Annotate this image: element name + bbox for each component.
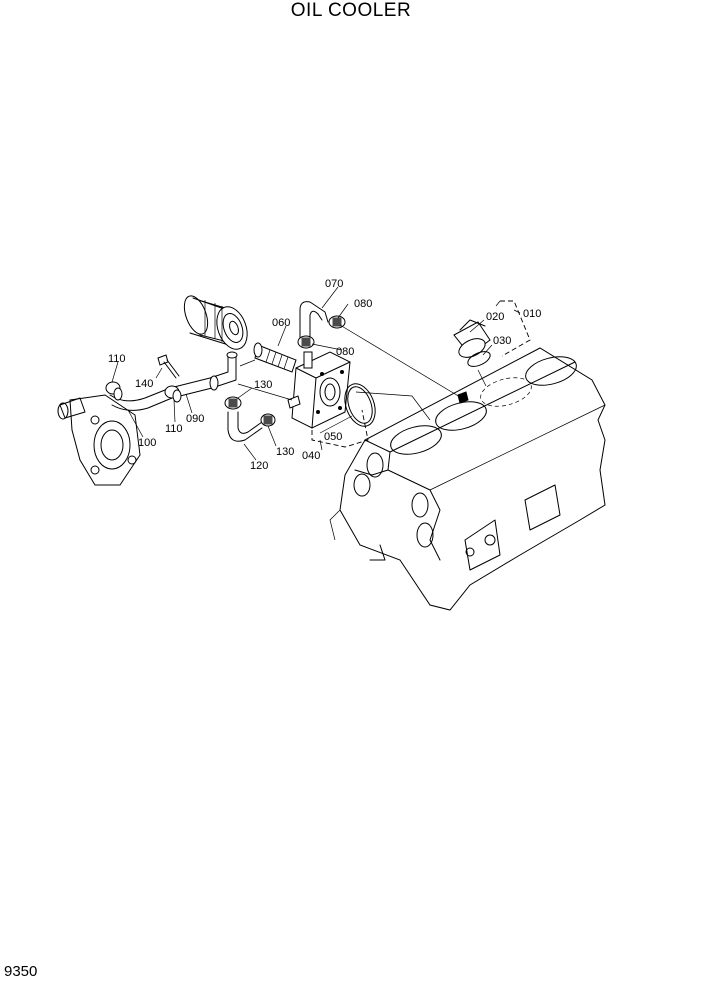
part-020-cap: [453, 319, 491, 358]
part-130-clamp-upper: [224, 396, 242, 410]
part-080-clamp-lower: [297, 335, 315, 349]
callout-030: 030: [493, 335, 511, 347]
callout-080-lower: 080: [336, 346, 354, 358]
leader-lines: [111, 286, 521, 461]
callout-010: 010: [523, 308, 541, 320]
callout-100: 100: [138, 437, 156, 449]
engine-block: [329, 347, 606, 611]
part-110-clamp-left: [105, 381, 123, 401]
oil-filter: [183, 295, 248, 350]
page-title: OIL COOLER: [290, 0, 412, 21]
part-110-clamp-right: [164, 385, 182, 403]
callout-130-lower: 130: [276, 446, 294, 458]
callout-130-upper: 130: [254, 379, 272, 391]
part-140-bolt: [157, 354, 180, 379]
part-070-hose: [299, 301, 329, 346]
assembly-bracket-040: [311, 409, 369, 448]
assembly-bracket-010: [500, 300, 531, 357]
callout-110-left: 110: [108, 353, 126, 365]
callout-020: 020: [486, 311, 504, 323]
oil-cooler-body: [287, 351, 351, 429]
callout-080-upper: 080: [354, 298, 372, 310]
callout-110-right: 110: [165, 423, 183, 435]
callout-120: 120: [250, 460, 268, 472]
callout-070: 070: [325, 278, 343, 290]
part-130-clamp-lower: [260, 413, 276, 427]
part-120-hose: [227, 411, 263, 442]
page-number: 9350: [4, 963, 38, 980]
water-pump-housing: [57, 394, 141, 486]
callout-050: 050: [324, 431, 342, 443]
part-060-fitting: [253, 342, 297, 373]
callout-040: 040: [302, 450, 320, 462]
callout-140: 140: [135, 378, 153, 390]
part-080-clamp-upper: [328, 315, 346, 329]
part-030-o-ring: [467, 351, 491, 367]
callout-090: 090: [186, 413, 204, 425]
part-100-pipe: [109, 351, 238, 411]
part-050-o-ring: [344, 383, 376, 427]
callout-060: 060: [272, 317, 290, 329]
